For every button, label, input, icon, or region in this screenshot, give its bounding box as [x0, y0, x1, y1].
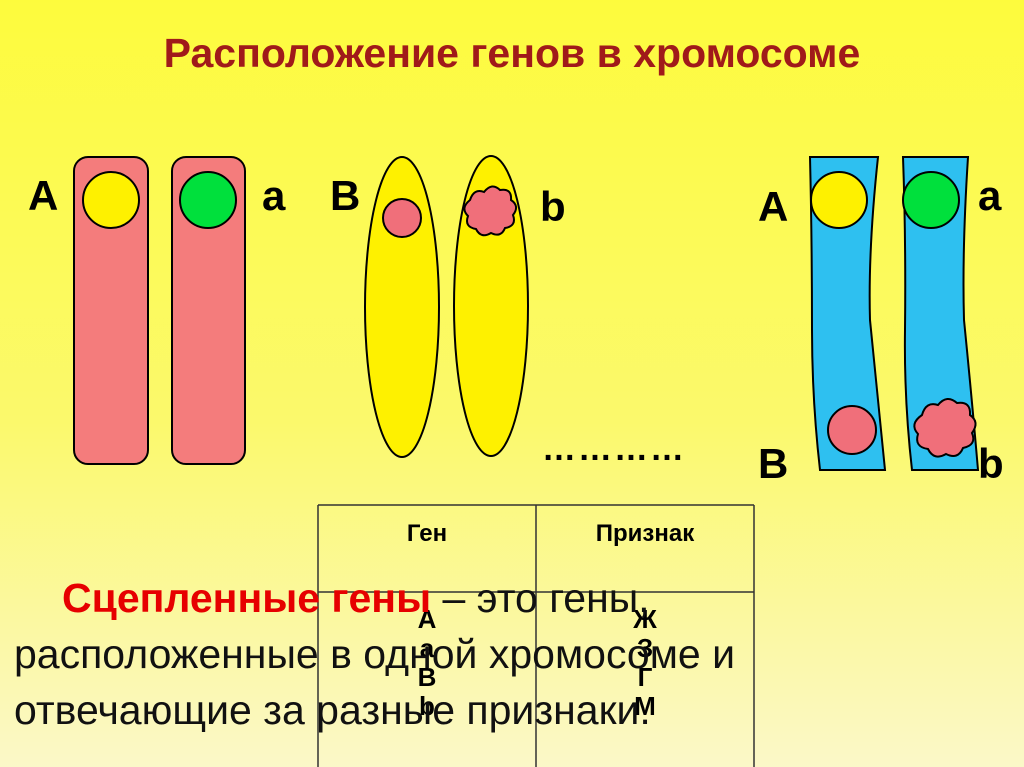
label-B-pair2: B — [330, 172, 361, 219]
gene-a3-green — [902, 171, 960, 229]
table-gene-list: A a B b — [410, 605, 444, 721]
label-b-pair2: b — [540, 183, 566, 230]
label-a-pair1: a — [262, 172, 286, 219]
definition-rest: – это гены, — [431, 575, 650, 621]
gene-b-fuzzy — [463, 185, 517, 237]
chromosome-2-left — [364, 156, 440, 458]
label-A-pair3: A — [758, 183, 789, 230]
table-gene: A — [417, 604, 437, 634]
gene-a-green — [179, 171, 237, 229]
table-header-trait: Признак — [595, 520, 695, 547]
gene-trait-table — [317, 504, 755, 767]
gene-b3-fuzzy — [913, 398, 977, 458]
definition-line-3: отвечающие за разные признаки. — [14, 687, 651, 733]
label-b-pair3: b — [978, 440, 1004, 487]
gene-B-dot — [382, 198, 422, 238]
definition-line-1: Сцепленные гены – это гены, — [14, 570, 1014, 626]
table-gene: a — [419, 633, 435, 663]
table-header-gene: Ген — [406, 520, 448, 547]
ellipsis-dots: ………… — [542, 430, 686, 468]
definition-text: Сцепленные гены – это гены, расположенны… — [14, 570, 1014, 738]
chromosome-2-right — [453, 155, 529, 457]
gene-B3-dot — [827, 405, 877, 455]
table-trait: Г — [637, 662, 653, 692]
table-gene: B — [417, 662, 437, 692]
table-gene: b — [419, 691, 435, 721]
definition-line-2: расположенные в одной хромосоме и — [14, 631, 735, 677]
label-A-pair1: A — [28, 172, 59, 219]
table-trait: М — [634, 691, 656, 721]
chromosome-3-left — [808, 156, 887, 471]
definition-term: Сцепленные гены — [62, 575, 432, 621]
label-a-pair3: a — [978, 172, 1002, 219]
chromosome-3-right — [901, 156, 980, 471]
chromosome-1-left — [73, 156, 149, 465]
gene-A-yellow — [82, 171, 140, 229]
table-trait: Ж — [633, 604, 657, 634]
table-trait-list: Ж З Г М — [628, 605, 662, 721]
table-trait: З — [636, 633, 654, 663]
label-B-pair3: B — [758, 440, 789, 487]
gene-A3-yellow — [810, 171, 868, 229]
chromosome-1-right — [171, 156, 246, 465]
slide-title: Расположение генов в хромосоме — [163, 30, 861, 76]
